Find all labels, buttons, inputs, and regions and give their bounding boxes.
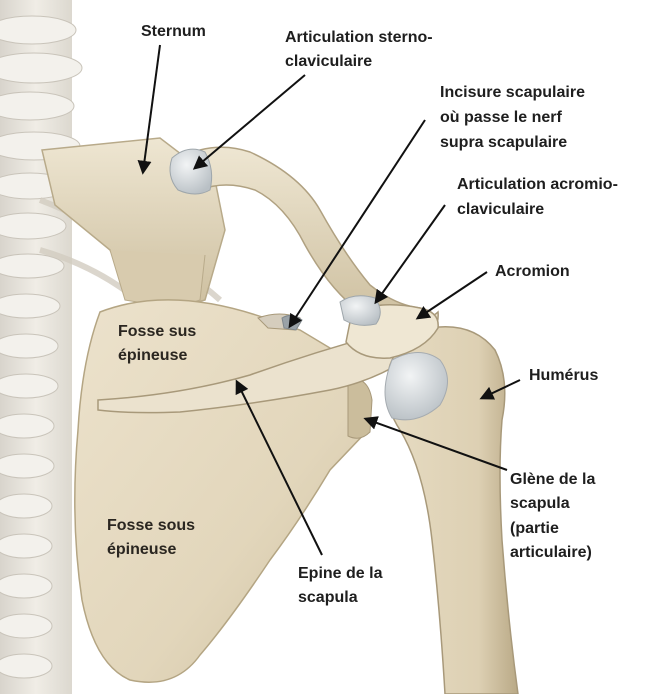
label-sternum: Sternum — [141, 22, 206, 41]
humerus-bone — [385, 327, 518, 694]
label-glene-line1: Glène de la — [510, 470, 595, 489]
sternoclavicular-joint — [170, 149, 212, 194]
label-fosse-sous-line1: Fosse sous — [107, 516, 195, 535]
label-incisure-line3: supra scapulaire — [440, 133, 567, 152]
label-incisure-line2: où passe le nerf — [440, 108, 562, 127]
label-acromion: Acromion — [495, 262, 570, 281]
label-glene-line4: articulaire) — [510, 543, 592, 562]
arrow-art-acromio — [376, 205, 445, 302]
label-fosse-sus-line1: Fosse sus — [118, 322, 196, 341]
label-glene-line3: (partie — [510, 519, 559, 538]
label-art-sterno-line1: Articulation sterno- — [285, 28, 433, 47]
label-fosse-sous-line2: épineuse — [107, 540, 176, 559]
label-incisure-line1: Incisure scapulaire — [440, 83, 585, 102]
label-epine-line1: Epine de la — [298, 564, 382, 583]
acromioclavicular-joint — [340, 296, 380, 326]
label-fosse-sus-line2: épineuse — [118, 346, 187, 365]
label-art-acromio-line1: Articulation acromio- — [457, 175, 618, 194]
label-epine-line2: scapula — [298, 588, 358, 607]
label-art-acromio-line2: claviculaire — [457, 200, 544, 219]
label-humerus: Humérus — [529, 366, 598, 385]
arrow-acromion — [418, 272, 487, 318]
label-art-sterno-line2: claviculaire — [285, 52, 372, 71]
label-glene-line2: scapula — [510, 494, 570, 513]
